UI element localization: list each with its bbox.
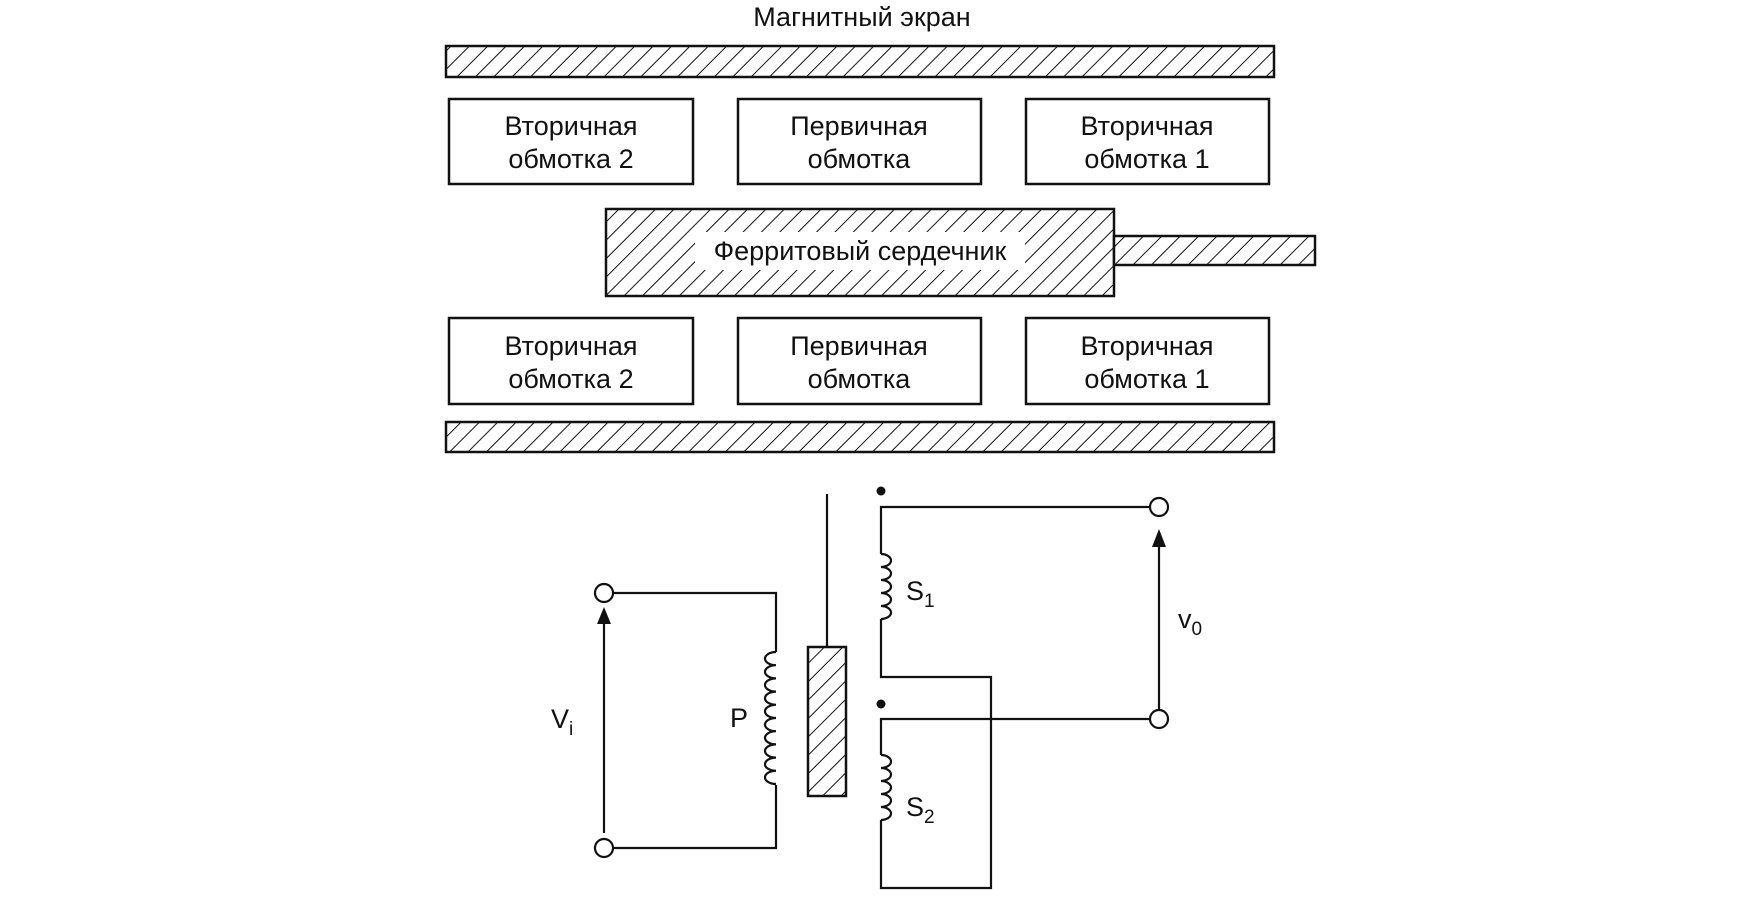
magnetic-shield-title: Магнитный экран [753, 2, 970, 32]
ferrite-core-label: Ферритовый сердечник [714, 236, 1007, 266]
winding-bottom-secondary-2: Вторичная обмотка 2 [447, 316, 695, 406]
input-terminal-bottom [593, 837, 615, 859]
magnetic-shield-top [444, 44, 1276, 79]
winding-top-secondary-1: Вторичная обмотка 1 [1024, 97, 1271, 186]
winding-bottom-secondary-1: Вторичная обмотка 1 [1024, 316, 1271, 406]
secondary-2-coil [880, 753, 893, 822]
output-terminal-bottom [1148, 708, 1170, 730]
winding-top-secondary-2: Вторичная обмотка 2 [447, 97, 695, 186]
winding-top-primary: Первичная обмотка [736, 97, 983, 186]
svg-text:обмотка 1: обмотка 1 [1084, 364, 1209, 394]
magnetic-shield-bottom [444, 420, 1276, 454]
svg-text:Вторичная: Вторичная [505, 111, 638, 141]
circuit-schematic: Vi P S1 S2 v0 [551, 486, 1202, 890]
svg-text:обмотка 1: обмотка 1 [1084, 144, 1209, 174]
secondary-1-label: S1 [906, 576, 935, 612]
core-symbol [806, 645, 848, 798]
svg-text:обмотка 2: обмотка 2 [508, 144, 633, 174]
winding-bottom-primary: Первичная обмотка [736, 316, 983, 406]
svg-text:обмотка: обмотка [808, 364, 912, 394]
output-voltage-label: v0 [1178, 604, 1202, 640]
svg-text:обмотка 2: обмотка 2 [508, 364, 633, 394]
svg-text:обмотка: обмотка [808, 144, 912, 174]
output-terminal-top [1148, 496, 1170, 518]
input-terminal-top [593, 582, 615, 604]
ferrite-core: Ферритовый сердечник [604, 207, 1317, 298]
svg-text:Вторичная: Вторичная [505, 331, 638, 361]
primary-coil [763, 650, 777, 786]
secondary-1-dot [876, 486, 886, 496]
secondary-2-dot [876, 699, 886, 709]
svg-text:Первичная: Первичная [790, 331, 927, 361]
svg-text:Вторичная: Вторичная [1081, 331, 1214, 361]
primary-label: P [730, 703, 748, 733]
secondary-1-coil [880, 552, 893, 621]
input-voltage-label: Vi [551, 704, 573, 740]
svg-text:Вторичная: Вторичная [1081, 111, 1214, 141]
svg-text:Первичная: Первичная [790, 111, 927, 141]
secondary-2-label: S2 [906, 792, 935, 828]
